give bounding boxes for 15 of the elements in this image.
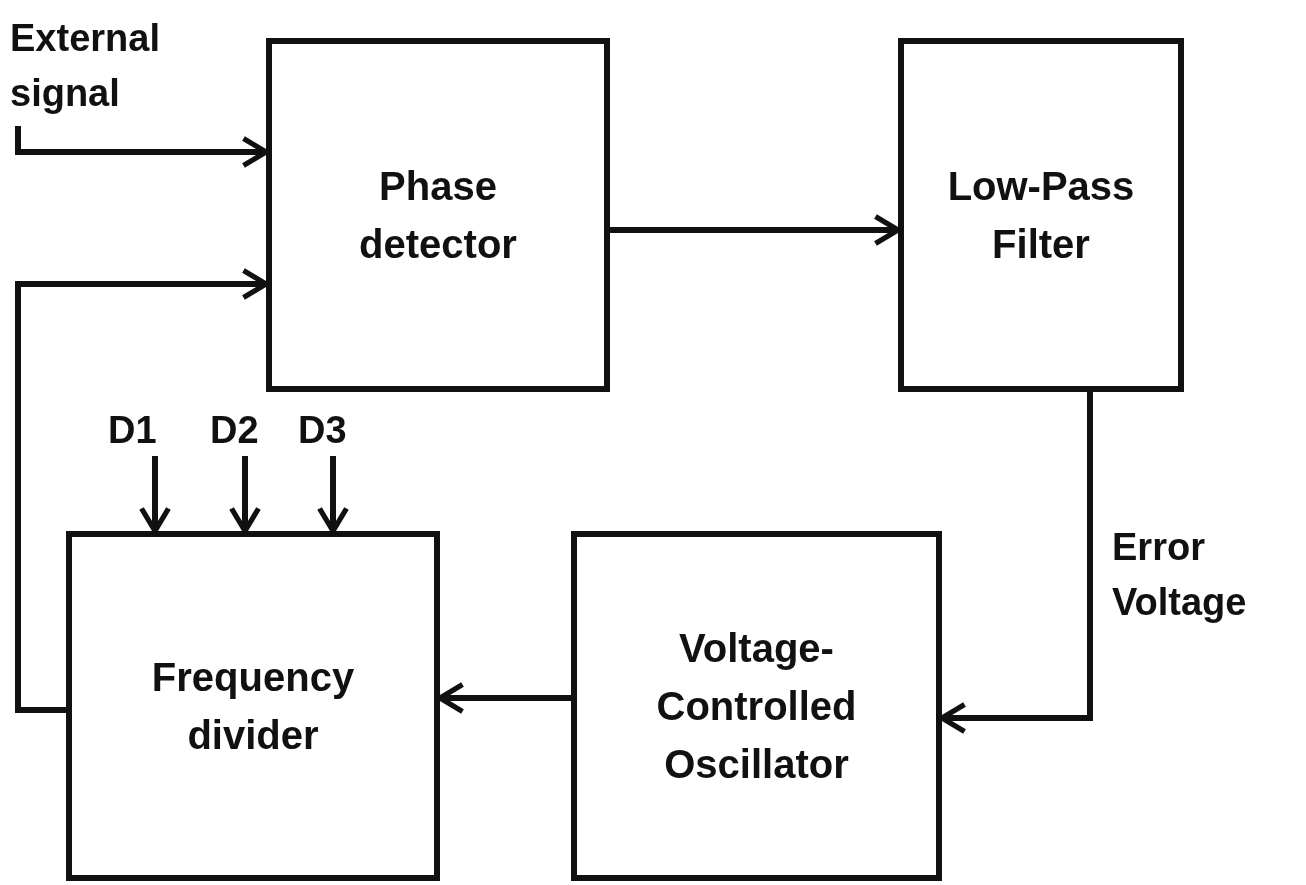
process-box (266, 38, 610, 392)
process-box (571, 531, 942, 881)
arrow (228, 456, 262, 534)
process-box (66, 531, 440, 881)
box-label: Phase detector (358, 163, 518, 268)
box-label: Frequency divider (150, 654, 356, 759)
process-box (898, 38, 1184, 392)
arrow (316, 456, 350, 534)
box-label: External signal (10, 15, 161, 116)
arrow (138, 456, 172, 534)
box-label: D1 (108, 408, 157, 454)
box-label: D2 (210, 408, 259, 454)
box-label: Low-Pass Filter (946, 163, 1136, 268)
box-label: D3 (298, 408, 347, 454)
box-label: Voltage-Controlled Oscillator (655, 625, 858, 788)
